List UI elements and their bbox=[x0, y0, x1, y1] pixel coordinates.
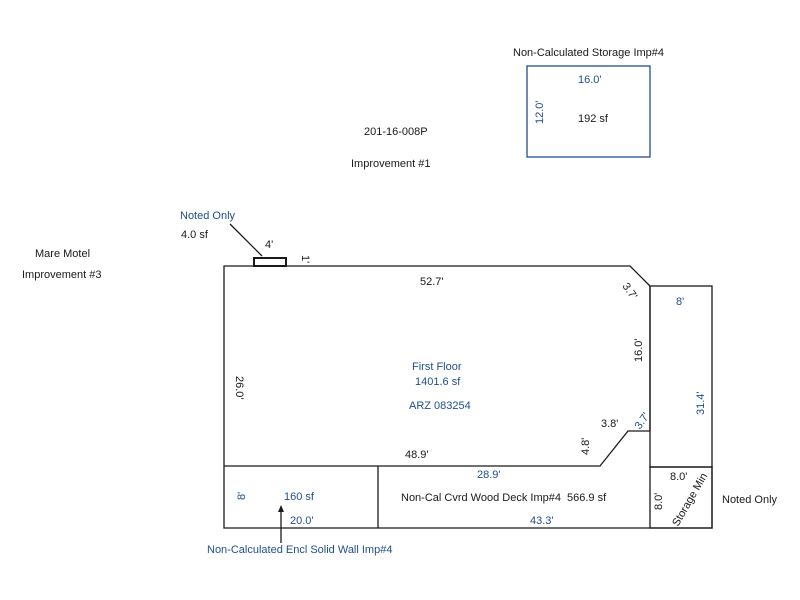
deck-label: Non-Cal Cvrd Wood Deck Imp#4 bbox=[401, 492, 561, 504]
noted-only-leader bbox=[229, 223, 263, 257]
storage-min-width: 8.0' bbox=[670, 471, 687, 483]
ff-dim-top: 52.7' bbox=[420, 276, 444, 288]
noted-only-area: 4.0 sf bbox=[181, 229, 209, 241]
noted-only-top: Noted Only 4.0 sf 4' 1' bbox=[180, 210, 311, 267]
ff-area: 1401.6 sf bbox=[415, 376, 461, 388]
first-floor-outline bbox=[223, 265, 651, 467]
storage-min-outline bbox=[649, 466, 713, 529]
noted-only-right: Noted Only bbox=[722, 494, 778, 506]
other-building-name: Mare Motel bbox=[35, 248, 90, 260]
ff-dim-right: 16.0' bbox=[633, 338, 645, 362]
ff-dim-left: 26.0' bbox=[233, 376, 245, 400]
storage-area: 192 sf bbox=[578, 113, 609, 125]
storage-depth: 12.0' bbox=[534, 100, 546, 124]
encl-wall-arrowhead bbox=[278, 505, 284, 512]
ff-dim-bottom: 48.9' bbox=[405, 449, 429, 461]
encl-wall-area: 160 sf bbox=[284, 491, 315, 503]
encl-wall-width: 20.0' bbox=[290, 515, 314, 527]
storage-width: 16.0' bbox=[578, 74, 602, 86]
ff-dim-notch: 3.8' bbox=[601, 418, 618, 430]
noted-only-box bbox=[253, 257, 287, 267]
ff-dim-diag-top: 3.7' bbox=[620, 281, 640, 302]
right-strip-width: 8' bbox=[676, 296, 684, 308]
noted-only-width: 4' bbox=[265, 239, 273, 251]
noted-only-label: Noted Only bbox=[180, 210, 236, 222]
parcel-improvement: Improvement #1 bbox=[351, 158, 430, 170]
right-strip bbox=[649, 285, 713, 468]
deck-area: 566.9 sf bbox=[567, 492, 607, 504]
other-building-improvement: Improvement #3 bbox=[22, 269, 101, 281]
storage-building: Non-Calculated Storage Imp#4 16.0' 12.0'… bbox=[513, 47, 664, 158]
ff-dim-step: 4.8' bbox=[580, 438, 592, 455]
parcel-id: 201-16-008P bbox=[364, 126, 428, 138]
ff-code: ARZ 083254 bbox=[409, 400, 471, 412]
ff-label: First Floor bbox=[412, 361, 462, 373]
right-strip-height: 31.4' bbox=[695, 391, 707, 415]
noted-only-depth: 1' bbox=[299, 255, 311, 263]
deck-dim-top: 28.9' bbox=[477, 469, 501, 481]
deck-dim-bottom: 43.3' bbox=[530, 515, 554, 527]
storage-min-depth: 8.0' bbox=[653, 493, 665, 510]
encl-wall-callout: Non-Calculated Encl Solid Wall Imp#4 bbox=[207, 544, 392, 556]
encl-wall: 8' 160 sf 20.0' Non-Calculated Encl Soli… bbox=[207, 491, 392, 556]
storage-title: Non-Calculated Storage Imp#4 bbox=[513, 47, 664, 59]
encl-wall-depth: 8' bbox=[236, 492, 248, 500]
storage-outline bbox=[526, 65, 651, 158]
